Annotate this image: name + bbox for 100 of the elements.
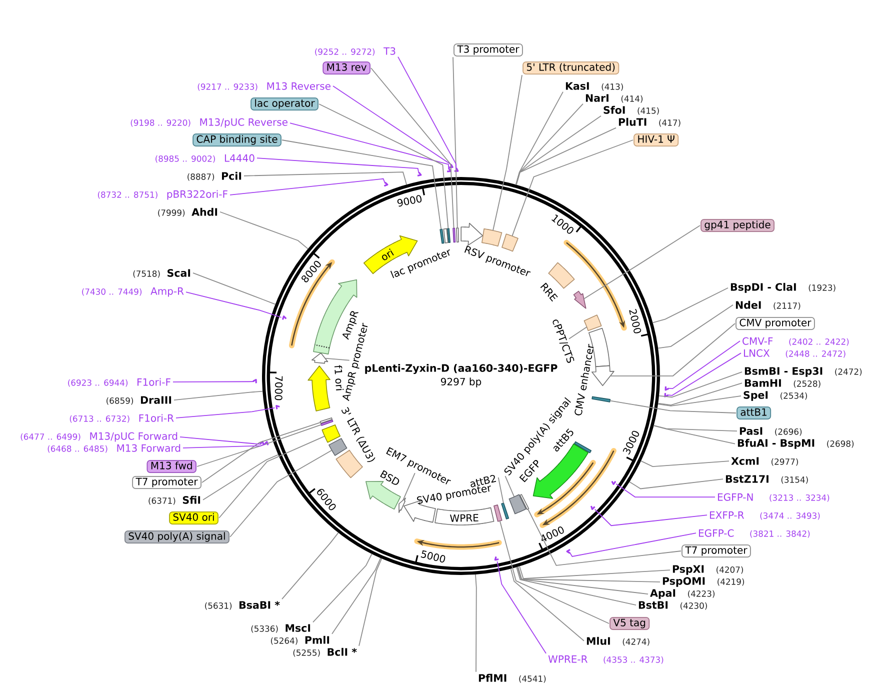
primer-mark (566, 548, 570, 554)
primer-name: Amp-R (150, 287, 184, 297)
feature-callout: attB1 (736, 406, 772, 420)
leader-line (358, 558, 382, 646)
primer-name: pBR322ori-F (167, 190, 228, 200)
primer-mark (417, 172, 422, 176)
leader-line (496, 561, 546, 654)
enzyme-name: BstBI (638, 601, 668, 609)
site-position: (413) (602, 83, 623, 91)
enzyme-name: PciI (222, 172, 242, 180)
primer-name: WPRE-R (548, 655, 588, 663)
primer-range: (8732 .. 8751) (98, 191, 158, 199)
enzyme-name: SfoI (604, 106, 625, 114)
primer-range: (6477 .. 6499) (20, 433, 80, 441)
leader-line (653, 425, 738, 432)
plasmid-name: pLenti-Zyxin-D (aa160-340)-EGFP (365, 364, 558, 374)
primer-mark (449, 164, 454, 168)
site-position: (4541) (519, 675, 546, 683)
feature-callout: SV40 poly(A) signal (124, 530, 230, 544)
primer-range: (2402 .. 2422) (789, 338, 849, 346)
tick-label: 3000 (622, 430, 640, 455)
leader-line (174, 390, 264, 400)
feature-box (508, 494, 526, 514)
site-position: (2528) (794, 380, 820, 388)
site-position: (2472) (835, 368, 862, 376)
feature-label: CMV enhancer (574, 344, 594, 416)
feature-box (452, 228, 456, 243)
enzyme-name: MscI (286, 624, 310, 632)
site-position: (2117) (774, 302, 800, 310)
leader-line (318, 104, 449, 229)
leader-line (182, 444, 266, 448)
leader-line (658, 382, 742, 406)
feature-box (520, 494, 530, 510)
leader-line (282, 140, 442, 230)
feature-label: BSD (380, 470, 400, 485)
enzyme-name: NdeI (736, 300, 761, 309)
primer-name: T3 (384, 47, 396, 55)
enzyme-name: XcmI (731, 457, 759, 465)
leader-line (594, 508, 708, 526)
feature-box (494, 504, 502, 522)
leader-line (186, 292, 282, 318)
leader-line (516, 103, 584, 186)
primer-range: (7430 .. 7449) (82, 288, 142, 296)
feature-box (320, 417, 333, 424)
site-position: (6859) (106, 397, 134, 405)
primer-range: (6713 .. 6732) (70, 415, 130, 423)
site-position: (5631) (205, 602, 232, 610)
leader-line (512, 140, 634, 236)
site-position: (3154) (781, 476, 808, 484)
leader-line (220, 211, 308, 250)
primer-mark (447, 168, 452, 172)
primer-name: F1ori-F (138, 378, 170, 386)
leader-line (569, 532, 696, 557)
tick-label: 7000 (274, 376, 283, 400)
enzyme-name: BsmBI - Esp3I (744, 367, 822, 377)
feature-callout: lac operator (250, 97, 318, 111)
tick-label: 2000 (629, 308, 642, 334)
primer-range: (6468 .. 6485) (48, 445, 108, 453)
feature-box (501, 502, 510, 520)
primer-mark (494, 556, 499, 561)
feature-box (482, 228, 502, 247)
leader-line (282, 532, 339, 600)
leader-line (452, 56, 458, 228)
leader-line (244, 172, 408, 186)
site-position: (2696) (775, 428, 802, 436)
leader-line (498, 477, 504, 504)
primer-mark (590, 506, 596, 510)
leader-line (492, 74, 522, 231)
leader-line (218, 436, 326, 518)
primer-name: CMV-F (742, 337, 773, 345)
leader-line (616, 483, 716, 498)
primer-mark (276, 404, 280, 410)
leader-line (658, 396, 742, 406)
leader-line (332, 558, 382, 634)
leader-line (528, 508, 682, 566)
tick-label: 5000 (420, 550, 446, 563)
leader-line (658, 372, 742, 398)
leader-line (230, 178, 386, 196)
feature-block (592, 365, 614, 386)
enzyme-name: BspDI - ClaI (730, 282, 796, 293)
tick-label: 9000 (397, 195, 422, 207)
primer-name: M13 Reverse (267, 82, 330, 90)
primer-range: (9252 .. 9272) (315, 48, 375, 56)
site-position: (415) (638, 107, 659, 115)
enzyme-name: DraIII (140, 396, 172, 404)
leader-line (516, 115, 602, 186)
site-position: (414) (621, 95, 643, 103)
leader-line (653, 425, 736, 444)
primer-range: (9198 .. 9220) (130, 119, 190, 127)
leader-line (583, 225, 700, 300)
enzyme-name: KasI (566, 82, 589, 90)
enzyme-name: BfuAI - BspMI (738, 438, 814, 449)
site-position: (5264) (270, 637, 298, 645)
site-position: (2977) (772, 458, 798, 466)
feature-label: SV40 promoter (417, 486, 491, 504)
leader-line (202, 422, 321, 483)
site-position: (5336) (251, 625, 278, 633)
feature-block (398, 498, 406, 513)
leader-line (610, 323, 736, 376)
primer-range: (4353 .. 4373) (604, 656, 664, 664)
